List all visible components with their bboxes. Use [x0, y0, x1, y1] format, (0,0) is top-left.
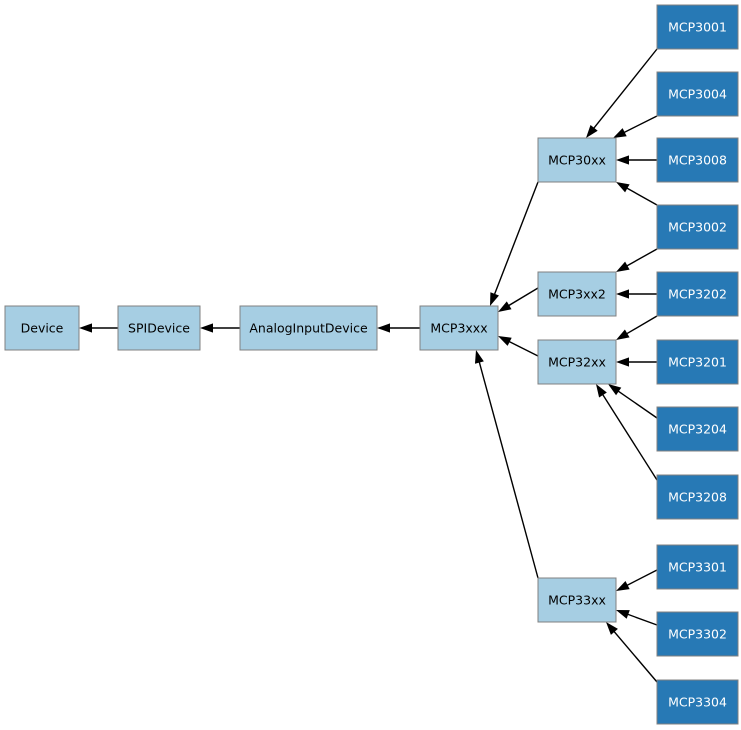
edge-arrowhead — [586, 124, 598, 138]
edge-arrowhead — [608, 384, 622, 396]
node-mcp3202[interactable]: MCP3202 — [656, 271, 739, 317]
edge-mcp3001-to-mcp30xx — [586, 48, 658, 138]
node-mcp3008[interactable]: MCP3008 — [656, 137, 739, 183]
node-box[interactable] — [239, 305, 378, 351]
edge-mcp33xx-to-mcp3xxx — [474, 350, 539, 579]
edge-arrowhead — [596, 384, 607, 398]
node-analoginput[interactable]: AnalogInputDevice — [239, 305, 378, 351]
node-mcp30xx[interactable]: MCP30xx — [537, 137, 617, 183]
node-box[interactable] — [656, 679, 739, 725]
node-box[interactable] — [537, 137, 617, 183]
node-box[interactable] — [656, 271, 739, 317]
edge-mcp3xxx-to-analoginput — [377, 323, 420, 333]
edge-mcp3008-to-mcp30xx — [616, 155, 657, 165]
node-box[interactable] — [4, 305, 80, 351]
edge-arrowhead — [616, 261, 630, 272]
node-mcp32xx[interactable]: MCP32xx — [537, 339, 617, 385]
node-spidevice[interactable]: SPIDevice — [117, 305, 201, 351]
edge-mcp3xx2-to-mcp3xxx — [498, 287, 539, 312]
edge-arrowhead — [616, 610, 630, 619]
edge-mcp32xx-to-mcp3xxx — [498, 336, 539, 357]
edge-arrowhead — [616, 580, 630, 591]
edge-spidevice-to-device — [79, 323, 118, 333]
edge-arrowhead — [490, 292, 499, 306]
edge-mcp3202-to-mcp3xx2 — [616, 289, 657, 299]
edge-line — [625, 569, 658, 587]
node-device[interactable]: Device — [4, 305, 80, 351]
node-mcp33xx[interactable]: MCP33xx — [537, 577, 617, 623]
node-mcp3001[interactable]: MCP3001 — [656, 4, 739, 50]
node-mcp3204[interactable]: MCP3204 — [656, 406, 739, 452]
node-box[interactable] — [656, 611, 739, 657]
edge-mcp3201-to-mcp32xx — [616, 357, 657, 367]
edge-mcp3002-to-mcp3xx2 — [616, 248, 658, 272]
node-box[interactable] — [656, 474, 739, 520]
node-box[interactable] — [656, 4, 739, 50]
edge-arrowhead — [79, 323, 92, 333]
node-mcp3xxx[interactable]: MCP3xxx — [419, 305, 499, 351]
edge-mcp3004-to-mcp30xx — [613, 115, 658, 138]
edge-mcp30xx-to-mcp3xxx — [490, 181, 539, 306]
edge-line — [592, 48, 658, 130]
edge-arrowhead — [616, 357, 629, 367]
edge-line — [625, 315, 658, 336]
edge-analoginput-to-spidevice — [200, 323, 240, 333]
edge-line — [625, 186, 658, 206]
node-box[interactable] — [656, 339, 739, 385]
edge-mcp3002-to-mcp30xx — [616, 182, 658, 206]
edge-mcp3304-to-mcp33xx — [606, 622, 658, 683]
edge-arrowhead — [613, 128, 627, 138]
node-box[interactable] — [537, 577, 617, 623]
edge-arrowhead — [200, 323, 213, 333]
edge-line — [612, 629, 658, 683]
node-mcp3002[interactable]: MCP3002 — [656, 204, 739, 250]
node-box[interactable] — [117, 305, 201, 351]
node-mcp3301[interactable]: MCP3301 — [656, 544, 739, 590]
edge-layer — [79, 48, 658, 683]
node-mcp3xx2[interactable]: MCP3xx2 — [537, 271, 617, 317]
edge-arrowhead — [616, 155, 629, 165]
edge-line — [493, 181, 539, 296]
edge-arrowhead — [616, 289, 629, 299]
edge-mcp3208-to-mcp32xx — [596, 384, 658, 481]
node-box[interactable] — [656, 544, 739, 590]
edge-line — [616, 389, 658, 419]
edge-line — [478, 360, 539, 579]
edge-arrowhead — [616, 182, 630, 193]
edge-line — [507, 287, 539, 307]
edge-arrowhead — [616, 329, 630, 340]
edge-arrowhead — [474, 350, 484, 364]
node-box[interactable] — [656, 71, 739, 117]
edge-mcp3301-to-mcp33xx — [616, 569, 658, 591]
edge-line — [626, 613, 658, 626]
edge-arrowhead — [498, 301, 512, 312]
edge-arrowhead — [498, 336, 512, 346]
node-mcp3201[interactable]: MCP3201 — [656, 339, 739, 385]
edge-arrowhead — [606, 622, 618, 635]
node-box[interactable] — [656, 406, 739, 452]
edge-line — [507, 340, 539, 357]
edge-line — [601, 392, 658, 481]
node-mcp3302[interactable]: MCP3302 — [656, 611, 739, 657]
edge-mcp3202-to-mcp32xx — [616, 315, 658, 340]
edge-line — [625, 248, 658, 268]
node-box[interactable] — [537, 271, 617, 317]
edge-mcp3204-to-mcp32xx — [608, 384, 658, 419]
node-mcp3208[interactable]: MCP3208 — [656, 474, 739, 520]
node-mcp3304[interactable]: MCP3304 — [656, 679, 739, 725]
node-box[interactable] — [537, 339, 617, 385]
edge-line — [622, 115, 658, 134]
node-box[interactable] — [656, 137, 739, 183]
node-box[interactable] — [656, 204, 739, 250]
edge-mcp3302-to-mcp33xx — [616, 610, 658, 626]
node-mcp3004[interactable]: MCP3004 — [656, 71, 739, 117]
edge-arrowhead — [377, 323, 390, 333]
node-box[interactable] — [419, 305, 499, 351]
